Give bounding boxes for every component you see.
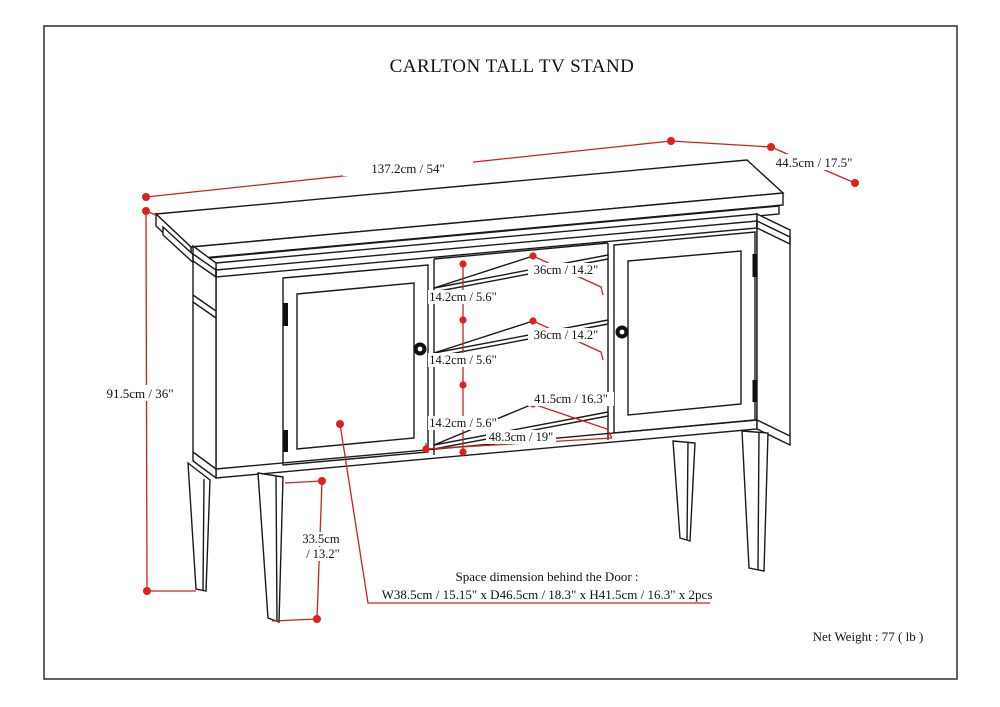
bottom-shelf-depth-line (532, 403, 613, 439)
left-door-frame (282, 264, 429, 466)
height-label: 91.5cm / 36" (106, 386, 173, 401)
legs (187, 430, 769, 623)
dimension-dot (313, 615, 321, 623)
dimension-dot (667, 137, 675, 145)
opening-width-label: 48.3cm / 19" (489, 430, 553, 444)
dimension-dot (143, 587, 151, 595)
door-space-leader-line (339, 423, 710, 604)
dimension-dot (459, 448, 467, 456)
leg-height-label-line2: / 13.2" (306, 547, 340, 561)
left-door (282, 264, 429, 466)
dimension-dot (529, 317, 537, 325)
page-title: CARLTON TALL TV STAND (390, 56, 635, 77)
leg-height-label-line1: 33.5cm (302, 532, 339, 546)
left-side-mid-rail (192, 294, 217, 319)
back-left-leg-edge (202, 478, 205, 591)
dimension-labels: 137.2cm / 54" 44.5cm / 17.5" 91.5cm / 36… (100, 154, 858, 561)
dimension-dot (529, 252, 537, 260)
furniture-drawing (154, 159, 791, 623)
dimension-dot (767, 143, 775, 151)
space-note-line2: W38.5cm / 15.15" x D46.5cm / 18.3" x H41… (382, 587, 713, 602)
right-door-knob-hole (619, 329, 625, 335)
bottom-shelf-depth-label: 41.5cm / 16.3" (534, 392, 608, 406)
top-depth-label: 44.5cm / 17.5" (776, 155, 853, 170)
right-door (613, 231, 757, 434)
dimension-dot (318, 477, 326, 485)
space-note-line1: Space dimension behind the Door : (455, 569, 638, 584)
front-right-leg-edge (757, 431, 760, 571)
left-door-hinge-top (283, 303, 288, 326)
label-bg (343, 160, 473, 176)
right-door-hinge-top (752, 254, 757, 277)
left-door-hinge-bottom (283, 430, 288, 452)
shelf-gap-3-label: 14.2cm / 5.6" (429, 416, 497, 430)
molding-right (756, 219, 791, 246)
notes: Space dimension behind the Door : W38.5c… (382, 569, 924, 644)
dimension-dot (142, 207, 150, 215)
shelf-1-depth-label: 36cm / 14.2" (534, 263, 598, 277)
label-bg (528, 263, 604, 277)
label-bg (428, 353, 498, 367)
right-door-panel (627, 250, 742, 416)
dimension-dot (422, 445, 430, 453)
label-bg (300, 547, 346, 561)
dimension-dot (336, 420, 344, 428)
shelf-2-depth-edge (433, 320, 534, 354)
label-bg (486, 430, 556, 444)
dimension-dot (459, 381, 467, 389)
label-bg (428, 416, 498, 430)
label-bg (528, 392, 614, 406)
body-right-side (756, 212, 791, 447)
right-door-hinge-bottom (752, 380, 757, 402)
top-width-label: 137.2cm / 54" (371, 161, 445, 176)
shelf-2-depth-label: 36cm / 14.2" (534, 328, 598, 342)
shelf-gap-1-label: 14.2cm / 5.6" (429, 290, 497, 304)
label-bg (100, 385, 180, 401)
left-door-panel (296, 282, 415, 450)
front-left-leg-edge (275, 475, 278, 622)
dimension-dot (459, 260, 467, 268)
label-bg (428, 290, 498, 304)
dimension-dot (851, 179, 859, 187)
right-door-frame (613, 231, 756, 434)
molding-left (192, 252, 217, 279)
net-weight-label: Net Weight : 77 ( lb ) (813, 629, 924, 644)
label-bg (770, 154, 858, 170)
dimension-dot (459, 316, 467, 324)
shelf-1-depth-edge (433, 255, 534, 289)
label-bg (297, 532, 345, 546)
body-left-side (192, 244, 217, 480)
dimension-dot (142, 193, 150, 201)
shelf-gap-2-label: 14.2cm / 5.6" (429, 353, 497, 367)
left-door-knob-hole (417, 346, 423, 352)
label-bg (528, 328, 604, 342)
back-right-leg-edge (686, 441, 689, 541)
